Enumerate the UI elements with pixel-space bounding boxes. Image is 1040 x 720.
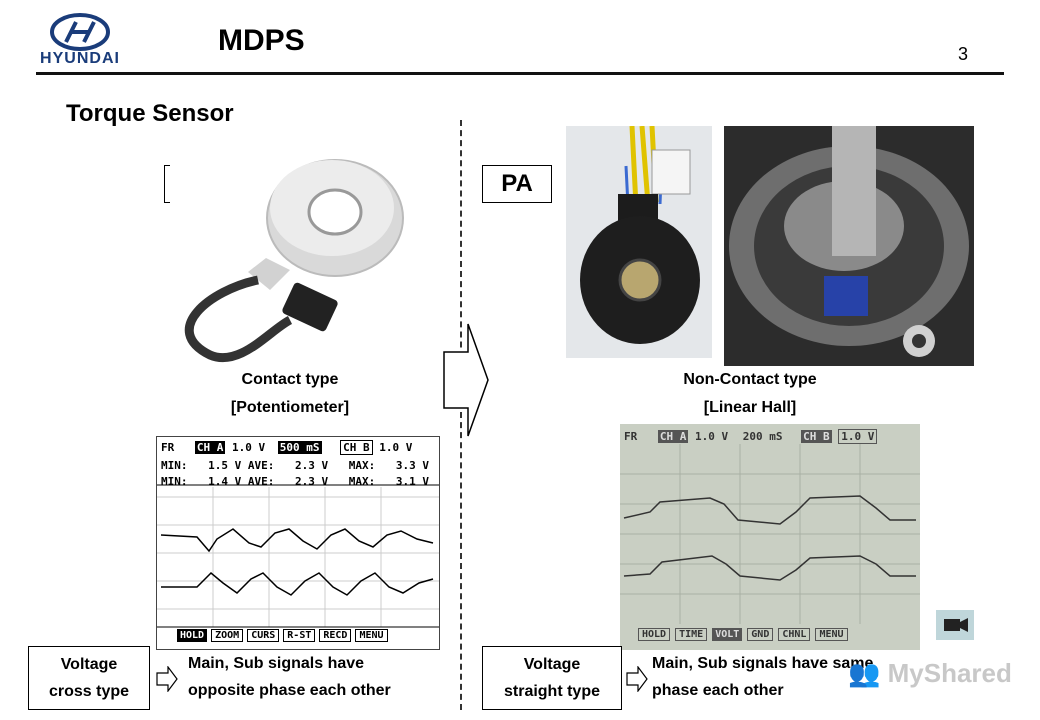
pa-note-line2: phase each other bbox=[652, 682, 784, 699]
stat-max-label: MAX: bbox=[348, 475, 376, 488]
pa-scope-buttons: HOLD TIME VOLT GND CHNL MENU bbox=[638, 628, 848, 641]
mc-note-box-line1: Voltage bbox=[60, 656, 118, 673]
watermark: 👥 MyShared bbox=[848, 658, 1012, 689]
pa-note-text: Main, Sub signals have same phase each o… bbox=[652, 650, 942, 704]
scope-recd-button: RECD bbox=[319, 629, 352, 642]
transition-arrow-icon bbox=[442, 322, 490, 443]
mc-note-line1: Main, Sub signals have bbox=[188, 655, 365, 672]
stat-min-label: MIN: bbox=[161, 475, 188, 488]
pa-note-box-line1: Voltage bbox=[523, 656, 581, 673]
video-camera-icon[interactable] bbox=[936, 610, 974, 640]
hyundai-emblem-icon bbox=[50, 13, 110, 51]
mc-note-line2: opposite phase each other bbox=[188, 682, 391, 699]
pa-note-box-line2: straight type bbox=[503, 683, 600, 700]
mc-scope-stats-row2: MIN: 1.4 V AVE: 2.3 V MAX: 3.1 V bbox=[161, 475, 429, 488]
watermark-text: MyShared bbox=[887, 658, 1012, 688]
pa-sensor-photo bbox=[566, 126, 712, 358]
scope-ch-a-label: CH A bbox=[657, 430, 689, 443]
pa-installed-photo bbox=[724, 126, 974, 366]
stat-ave-value: 2.3 V bbox=[295, 459, 329, 472]
brand-wordmark: HYUNDAI bbox=[40, 50, 120, 67]
scope-timebase: 500 mS bbox=[277, 441, 322, 454]
pa-note-arrow-icon bbox=[626, 665, 648, 697]
scope-ch-a-label: CH A bbox=[194, 441, 226, 454]
scope-gnd-button: GND bbox=[747, 628, 774, 641]
stat-ave-label: AVE: bbox=[247, 459, 275, 472]
scope-volt-button: VOLT bbox=[712, 628, 743, 641]
stat-min-value: 1.4 V bbox=[208, 475, 242, 488]
scope-timebase: 200 mS bbox=[742, 430, 783, 443]
mc-note-text: Main, Sub signals have opposite phase ea… bbox=[188, 650, 458, 704]
stat-min-value: 1.5 V bbox=[208, 459, 242, 472]
scope-time-button: TIME bbox=[675, 628, 708, 641]
scope-ch-a-value: 1.0 V bbox=[695, 430, 729, 443]
center-divider bbox=[460, 120, 462, 710]
scope-ch-b-value: 1.0 V bbox=[379, 441, 413, 454]
scope-fr-label: FR bbox=[161, 441, 175, 454]
stat-ave-value: 2.3 V bbox=[295, 475, 329, 488]
scope-chnl-button: CHNL bbox=[778, 628, 811, 641]
scope-menu-button: MENU bbox=[815, 628, 848, 641]
scope-ch-b-label: CH B bbox=[340, 440, 373, 455]
scope-zoom-button: ZOOM bbox=[211, 629, 244, 642]
mc-oscilloscope-screen: FR CH A 1.0 V 500 mS CH B 1.0 V MIN: 1.5… bbox=[156, 436, 440, 650]
scope-rst-button: R-ST bbox=[283, 629, 316, 642]
pa-oscilloscope-screen: FR CH A 1.0 V 200 mS CH B 1.0 V HOLD TIM… bbox=[620, 424, 920, 650]
watermark-logo-icon: 👥 bbox=[848, 658, 881, 688]
mc-scope-header: FR CH A 1.0 V 500 mS CH B 1.0 V bbox=[161, 440, 413, 455]
stat-max-label: MAX: bbox=[348, 459, 376, 472]
pa-scope-header: FR CH A 1.0 V 200 mS CH B 1.0 V bbox=[624, 429, 878, 444]
mc-sensor-photo bbox=[170, 140, 410, 370]
scope-ch-b-value: 1.0 V bbox=[838, 429, 878, 444]
scope-curs-button: CURS bbox=[247, 629, 280, 642]
pa-tag: PA bbox=[482, 165, 552, 203]
pa-note-line1: Main, Sub signals have same bbox=[652, 655, 874, 672]
pa-caption-line1: Non-Contact type bbox=[683, 371, 817, 388]
scope-fr-label: FR bbox=[624, 430, 638, 443]
section-title: Torque Sensor bbox=[66, 100, 234, 127]
pa-caption-line2: [Linear Hall] bbox=[703, 399, 797, 416]
mc-caption-line1: Contact type bbox=[241, 371, 339, 388]
page-title: MDPS bbox=[218, 24, 305, 57]
mc-note-arrow-icon bbox=[156, 665, 178, 697]
scope-hold-button: HOLD bbox=[638, 628, 671, 641]
mc-scope-buttons: HOLD ZOOM CURS R-ST RECD MENU bbox=[177, 629, 388, 642]
mc-scope-stats-row1: MIN: 1.5 V AVE: 2.3 V MAX: 3.3 V bbox=[161, 459, 429, 472]
hyundai-logo: HYUNDAI bbox=[36, 12, 124, 68]
stat-max-value: 3.1 V bbox=[395, 475, 429, 488]
scope-ch-a-value: 1.0 V bbox=[232, 441, 266, 454]
page-number: 3 bbox=[958, 44, 969, 64]
scope-hold-button: HOLD bbox=[177, 629, 208, 642]
scope-ch-b-label: CH B bbox=[801, 430, 832, 443]
stat-min-label: MIN: bbox=[161, 459, 188, 472]
scope-menu-button: MENU bbox=[355, 629, 388, 642]
stat-max-value: 3.3 V bbox=[395, 459, 429, 472]
pa-note-box: Voltage straight type bbox=[482, 646, 622, 710]
mc-note-box-line2: cross type bbox=[48, 683, 130, 700]
mc-note-box: Voltage cross type bbox=[28, 646, 150, 710]
stat-ave-label: AVE: bbox=[247, 475, 275, 488]
mc-caption-line2: [Potentiometer] bbox=[230, 399, 350, 416]
header-rule bbox=[36, 72, 1004, 75]
